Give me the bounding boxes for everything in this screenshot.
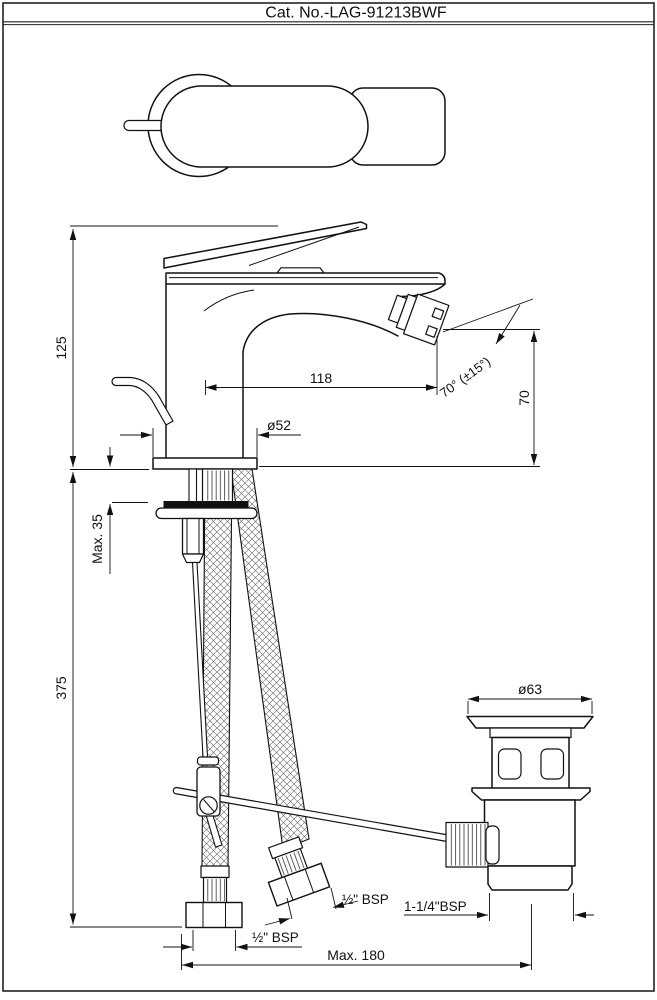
body-accent-curve [203,289,255,312]
dim-max-centre-distance: Max. 180 [181,904,532,970]
base-plate [152,457,258,470]
label-waste-thread: 1-1/4"BSP [404,899,467,914]
hose-right-end [267,836,331,907]
dim-right-hose-thread: ½" BSP [264,887,389,926]
dim-max-deck-thickness: Max. 35 [89,447,148,574]
dim-base-diameter: ø52 [120,417,301,457]
spout-aerator [387,293,450,346]
handle-lever [163,221,368,269]
top-view-handle-bar [160,85,369,168]
under-counter-assembly [155,468,448,929]
shank-threads [204,470,231,501]
dim-spout-height: 70 [259,329,540,467]
hose-left-ferrule [200,865,230,879]
clevis-screw-slot [203,799,215,812]
waste-window-right [540,748,565,780]
rod-collar [196,756,220,766]
dim-spout-reach: 118 [205,336,438,395]
label-base-diameter: ø52 [267,417,291,433]
label-left-hose-thread: ½" BSP [252,930,299,945]
hose-right-hex-nut [267,862,331,907]
aerator-body [402,293,450,346]
hex-nut-right-facet-2 [304,869,315,893]
mounting-washer [155,507,258,520]
waste-connector-cap [485,825,500,865]
dim-waste-thread: 1-1/4"BSP [404,893,594,921]
label-max-deck-thickness: Max. 35 [89,514,105,564]
hex-nut-right-facet-1 [284,876,294,901]
side-view-faucet [111,221,450,470]
popup-rod-lever [111,376,174,426]
waste-top-flange [466,715,594,729]
top-view [123,73,446,178]
label-hose-drop: 375 [53,676,69,700]
handle-fold-line [248,226,360,266]
drawing-title: Cat. No.-LAG-91213BWF [265,5,447,22]
dim-overall-height: 125 [53,225,278,470]
aerator-notch-top [431,307,445,321]
waste-mid-flange [471,787,591,801]
waste-window-left [497,748,522,780]
spout-upper-curve [399,283,446,298]
label-spout-reach: 118 [310,370,333,386]
label-right-hose-thread: ½" BSP [342,892,389,907]
waste-neck [489,727,572,739]
hose-right-connector-ribs [276,850,306,876]
supply-hose-right [230,468,310,850]
waste-rod-connector-ribs [448,824,486,866]
spout-underside-curve [242,312,399,353]
dim-waste-flange-diameter: ø63 [467,681,593,714]
mounting-nut [181,517,205,555]
body-top-plate [165,272,446,285]
waste-threaded-tail [487,865,573,891]
aerator-notch-bottom [425,325,438,338]
label-max-centre-distance: Max. 180 [327,947,385,963]
popup-waste-assembly [445,715,594,891]
mounting-nut-taper [181,553,205,564]
hose-left-hex-nut [185,901,243,929]
label-waste-flange-diameter: ø63 [518,681,542,697]
handle-pivot-cap [276,267,325,274]
dim-hose-drop: 375 [53,472,182,928]
dim-left-hose-thread: ½" BSP [163,930,302,951]
hose-left-connector-ribs [205,879,225,901]
label-spout-height: 70 [516,390,532,406]
label-overall-height: 125 [53,336,69,360]
